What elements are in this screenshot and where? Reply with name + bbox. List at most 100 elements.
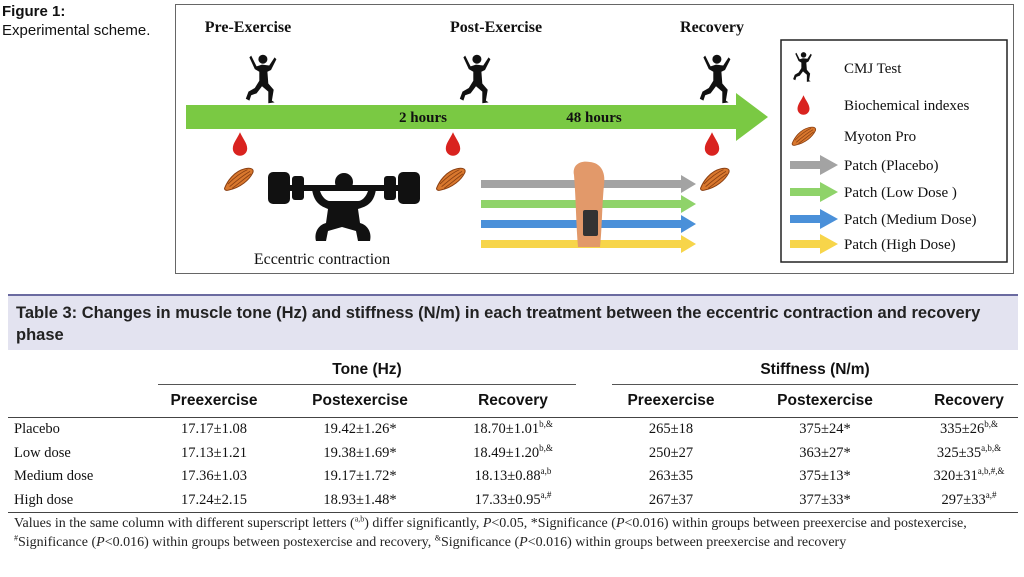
table-cell: 18.93±1.48* [270, 488, 450, 513]
footnote-text: Values in the same column with different… [14, 516, 355, 531]
footnote-sup: # [14, 532, 18, 542]
footnote-p: P [482, 516, 492, 531]
cmj-jumper-icon-post [459, 54, 491, 104]
table-cell: 18.70±1.01b,& [450, 418, 576, 442]
cell-value: 17.24±2.15 [181, 491, 247, 508]
arrow-label-2-hours: 2 hours [399, 110, 447, 126]
cell-superscript: a,# [985, 489, 997, 500]
cell-superscript: b,& [539, 419, 553, 430]
col-header: Recovery [920, 384, 1018, 418]
legend-patch-high-dose: Patch (High Dose) [844, 237, 956, 253]
footnote-text: Significance ( [441, 534, 520, 550]
blood-drop-icon-pre [232, 132, 248, 156]
table-row: Medium dose 17.36±1.03 19.17±1.72* 18.13±0.… [8, 465, 1018, 489]
stage-recovery: Recovery [680, 19, 744, 36]
cell-value: 18.49±1.20 [473, 444, 540, 461]
cell-value: 375±13* [799, 468, 851, 485]
cell-value: 17.13±1.21 [181, 444, 247, 461]
cell-value: 267±37 [648, 491, 694, 508]
legend-patch-low-dose: Patch (Low Dose ) [844, 185, 957, 201]
group-header-stiffness: Stiffness (N/m) [612, 356, 1018, 385]
stage-post-exercise: Post-Exercise [450, 19, 542, 36]
table-cell: 377±33* [730, 488, 920, 513]
legend-medium-dose-arrow-icon [790, 209, 838, 229]
cell-value: 325±35 [936, 444, 982, 461]
legend-myoton-pro: Myoton Pro [844, 129, 916, 145]
cell-value: 375±24* [799, 421, 851, 438]
cmj-jumper-icon-pre [245, 54, 277, 104]
cell-value: 19.17±1.72* [323, 468, 397, 485]
cell-value: 320±31 [933, 468, 978, 485]
cell-value: 263±35 [648, 468, 694, 485]
muscle-icon-recovery [699, 167, 730, 191]
footnote-text: <0.016) within groups between preexercis… [527, 534, 847, 550]
legend-biochemical-indexes: Biochemical indexes [844, 98, 970, 114]
experimental-scheme: Pre-Exercise Post-Exercise Recovery 2 ho… [175, 4, 1014, 274]
row-label: High dose [8, 488, 158, 513]
row-label: Low dose [14, 444, 71, 461]
arrow-label-48-hours: 48 hours [566, 110, 622, 126]
eccentric-contraction-label: Eccentric contraction [254, 251, 390, 268]
legend-patch-medium-dose: Patch (Medium Dose) [844, 212, 976, 228]
table-row: High dose 17.24±2.15 18.93±1.48* 17.33±0.95… [8, 488, 1018, 513]
legend-placebo-arrow-icon [790, 155, 838, 175]
figure-caption: Figure 1: Experimental scheme. [2, 2, 150, 40]
footnote-sup: a,b [354, 514, 365, 524]
cell-value: 17.36±1.03 [181, 468, 247, 485]
cell-value: 18.13±0.88 [474, 468, 541, 485]
table-cell: 265±18 [612, 418, 730, 442]
group-header-tone: Tone (Hz) [158, 356, 576, 385]
footnote-text: Significance ( [18, 534, 97, 550]
cell-value: 19.42±1.26* [323, 421, 397, 438]
table-cell: 18.13±0.88a,b [450, 465, 576, 489]
row-label: Medium dose [14, 468, 94, 485]
scheme-svg: Pre-Exercise Post-Exercise Recovery 2 ho… [186, 19, 1008, 268]
muscle-icon-pre [223, 167, 254, 191]
footnote-p: P [615, 516, 625, 531]
stage-pre-exercise: Pre-Exercise [205, 19, 291, 36]
col-header: Postexercise [730, 384, 920, 418]
cell-superscript: a,b,#,& [977, 466, 1005, 477]
cell-superscript: a,# [540, 489, 552, 500]
timeline-arrow [186, 93, 768, 141]
cell-value: 363±27* [799, 444, 851, 461]
table-cell: 17.24±2.15 [158, 488, 270, 513]
table-footnote: Values in the same column with different… [14, 515, 1009, 552]
blood-drop-icon-recovery [704, 132, 720, 156]
figure-label: Figure 1: [2, 3, 66, 20]
figure-caption-text: Experimental scheme. [2, 22, 151, 39]
cell-value: 17.17±1.08 [181, 421, 247, 438]
cell-value: 17.33±0.95 [474, 491, 541, 508]
cell-value: 297±33 [941, 491, 986, 508]
cell-value: 265±18 [648, 421, 694, 438]
table-cell: 325±35a,b,& [920, 442, 1018, 466]
data-table: Tone (Hz) Stiffness (N/m) Preexercise Po… [8, 356, 1018, 513]
cell-superscript: b,& [984, 419, 998, 430]
legend-cmj-test: CMJ Test [844, 61, 902, 77]
table-cell: 17.13±1.21 [158, 442, 270, 466]
table-cell: 18.49±1.20b,& [450, 442, 576, 466]
table-cell: 17.36±1.03 [158, 465, 270, 489]
table-title: Table 3: Changes in muscle tone (Hz) and… [8, 294, 1018, 350]
footnote-text: <0.016) within groups between preexercis… [624, 516, 967, 531]
table-cell: 250±27 [612, 442, 730, 466]
footnote-p: P [96, 534, 105, 550]
legend-box [780, 39, 1008, 263]
table-cell: 17.17±1.08 [158, 418, 270, 442]
cell-superscript: a,b [540, 466, 552, 477]
footnote-p: P [519, 534, 528, 550]
cell-superscript: b,& [539, 442, 553, 453]
table-cell: 375±13* [730, 465, 920, 489]
cmj-jumper-icon-recovery [699, 54, 731, 104]
table-cell: 19.42±1.26* [270, 418, 450, 442]
cell-value: 377±33* [799, 491, 851, 508]
col-header: Postexercise [270, 384, 450, 418]
legend-patch-placebo: Patch (Placebo) [844, 158, 939, 174]
cell-value: 250±27 [648, 444, 694, 461]
footnote-sup: & [434, 532, 441, 542]
table-cell: 19.38±1.69* [270, 442, 450, 466]
cell-value: 335±26 [940, 421, 985, 438]
